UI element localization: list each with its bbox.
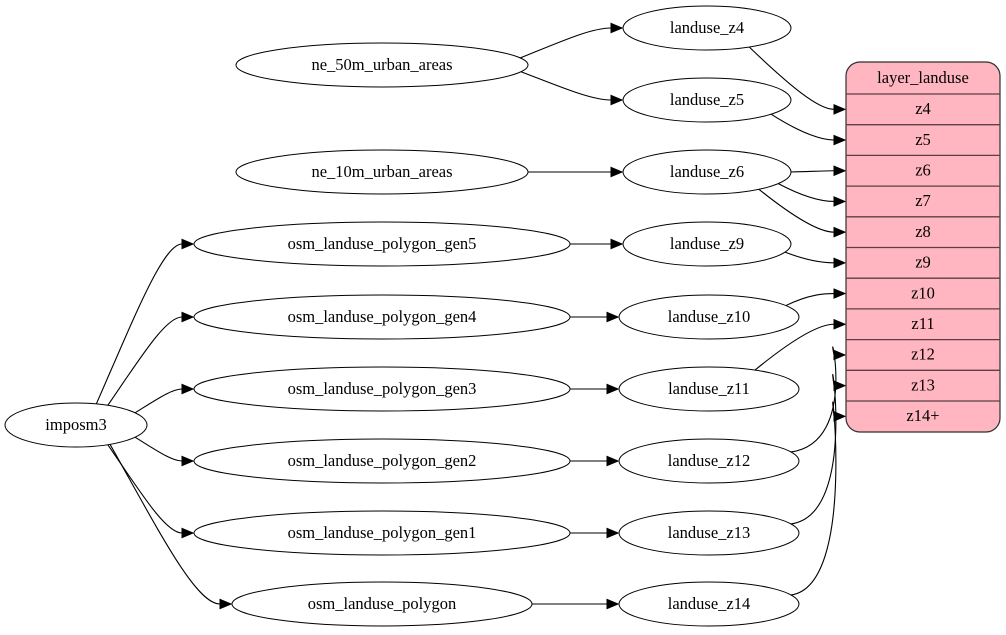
layer-node-landuse_z13[interactable]: landuse_z13 <box>618 510 800 556</box>
arrowhead-landuse_z5 <box>610 94 624 106</box>
layer-node-landuse_z12[interactable]: landuse_z12 <box>618 438 800 484</box>
layer-node-landuse_z6[interactable]: landuse_z6 <box>622 149 792 195</box>
arrowhead-row-z11 <box>833 318 847 330</box>
table-row[interactable] <box>846 155 1000 186</box>
edges-layer <box>95 22 847 610</box>
arrowhead-osm_landuse_polygon_gen2 <box>181 455 195 467</box>
arrowhead-landuse_z12 <box>606 455 620 467</box>
edge-landuse_z12-to-z12 <box>790 346 837 453</box>
edge-ne_50m_urban_areas-to-landuse_z5 <box>520 71 612 101</box>
arrowhead-row-z14+ <box>833 410 847 422</box>
source-node-imposm3[interactable]: imposm3 <box>4 402 148 448</box>
node-shape <box>618 581 800 627</box>
edge-landuse_z6-to-z8 <box>758 188 835 233</box>
edge-imposm3-to-osm_landuse_polygon_gen2 <box>134 436 183 462</box>
edge-imposm3-to-osm_landuse_polygon_gen5 <box>95 243 183 405</box>
layer-node-landuse_z14[interactable]: landuse_z14 <box>618 581 800 627</box>
table-row[interactable] <box>846 125 1000 156</box>
layer-node-landuse_z4[interactable]: landuse_z4 <box>622 5 792 51</box>
node-shape <box>231 581 533 627</box>
node-shape <box>193 294 571 340</box>
edge-landuse_z10-to-z10 <box>785 293 835 307</box>
source-nodes-layer: imposm3 ne_50m_urban_areas ne_10m_urban_ar… <box>4 42 571 627</box>
edge-imposm3-to-osm_landuse_polygon_gen4 <box>107 316 183 406</box>
table-row[interactable] <box>846 370 1000 401</box>
edge-ne_50m_urban_areas-to-landuse_z4 <box>520 27 612 59</box>
source-node-osm_landuse_polygon_gen4[interactable]: osm_landuse_polygon_gen4 <box>193 294 571 340</box>
node-shape <box>622 77 792 123</box>
source-node-osm_landuse_polygon_gen2[interactable]: osm_landuse_polygon_gen2 <box>193 438 571 484</box>
edge-landuse_z6-to-z7 <box>778 183 835 202</box>
node-shape <box>235 149 529 195</box>
node-shape <box>618 438 800 484</box>
layer-node-landuse_z5[interactable]: landuse_z5 <box>622 77 792 123</box>
node-shape <box>193 366 571 412</box>
arrowhead-row-z10 <box>833 288 847 299</box>
table-row[interactable] <box>846 248 1000 279</box>
table-row[interactable] <box>846 340 1000 371</box>
arrowhead-row-z12 <box>833 349 847 361</box>
node-shape <box>235 42 529 88</box>
arrowhead-row-z6 <box>833 165 847 177</box>
edge-landuse_z13-to-z13 <box>790 374 837 525</box>
source-node-osm_landuse_polygon[interactable]: osm_landuse_polygon <box>231 581 533 627</box>
arrowhead-landuse_z14 <box>606 598 620 610</box>
source-node-osm_landuse_polygon_gen5[interactable]: osm_landuse_polygon_gen5 <box>193 221 571 267</box>
arrowhead-osm_landuse_polygon <box>219 598 233 610</box>
source-node-osm_landuse_polygon_gen1[interactable]: osm_landuse_polygon_gen1 <box>193 510 571 556</box>
arrowhead-landuse_z6 <box>610 166 624 178</box>
edge-imposm3-to-osm_landuse_polygon_gen3 <box>134 388 183 414</box>
edge-landuse_z11-to-z11 <box>754 323 835 371</box>
table-row[interactable] <box>846 401 1000 432</box>
arrowhead-osm_landuse_polygon_gen1 <box>181 527 195 539</box>
arrowhead-landuse_z13 <box>606 527 620 539</box>
edge-landuse_z9-to-z9 <box>784 251 835 264</box>
node-shape <box>193 221 571 267</box>
edge-landuse_z4-to-z4 <box>748 46 835 110</box>
arrowhead-landuse_z11 <box>606 383 620 395</box>
edge-landuse_z14-to-z14+ <box>790 401 837 596</box>
arrowhead-row-z4 <box>833 103 847 115</box>
source-node-ne_50m_urban_areas[interactable]: ne_50m_urban_areas <box>235 42 529 88</box>
edge-imposm3-to-osm_landuse_polygon <box>109 444 221 605</box>
node-shape <box>622 5 792 51</box>
node-shape <box>193 510 571 556</box>
table-row[interactable] <box>846 217 1000 248</box>
table-row[interactable] <box>846 278 1000 309</box>
node-shape <box>618 510 800 556</box>
layer-node-landuse_z10[interactable]: landuse_z10 <box>618 294 800 340</box>
arrowhead-row-z13 <box>833 380 847 392</box>
arrowhead-osm_landuse_polygon_gen5 <box>181 238 195 250</box>
arrowhead-row-z9 <box>833 257 847 269</box>
layer-nodes-layer: landuse_z4 landuse_z5 landuse_z6 landuse_z9… <box>618 5 800 627</box>
node-shape <box>618 294 800 340</box>
arrowhead-landuse_z10 <box>606 311 620 323</box>
arrowhead-row-z8 <box>833 226 847 238</box>
table-row[interactable] <box>846 309 1000 340</box>
arrowhead-osm_landuse_polygon_gen4 <box>181 311 195 323</box>
layer-node-landuse_z9[interactable]: landuse_z9 <box>622 221 792 267</box>
node-shape <box>618 366 800 412</box>
layer-landuse-table[interactable]: layer_landusez4z5z6z7z8z9z10z11z12z13z14… <box>845 61 1001 433</box>
layer-node-landuse_z11[interactable]: landuse_z11 <box>618 366 800 412</box>
table-row[interactable] <box>846 186 1000 217</box>
arrowhead-landuse_z4 <box>610 22 624 34</box>
arrowhead-landuse_z9 <box>610 238 624 250</box>
node-shape <box>193 438 571 484</box>
source-node-ne_10m_urban_areas[interactable]: ne_10m_urban_areas <box>235 149 529 195</box>
node-shape <box>622 221 792 267</box>
arrowhead-row-z7 <box>833 196 847 207</box>
arrowhead-row-z5 <box>833 134 847 146</box>
source-node-osm_landuse_polygon_gen3[interactable]: osm_landuse_polygon_gen3 <box>193 366 571 412</box>
arrowhead-osm_landuse_polygon_gen3 <box>181 383 195 395</box>
edge-landuse_z5-to-z5 <box>770 113 835 141</box>
node-shape <box>4 402 148 448</box>
table-row[interactable] <box>846 94 1000 125</box>
edge-landuse_z6-to-z6 <box>790 170 835 173</box>
node-shape <box>622 149 792 195</box>
